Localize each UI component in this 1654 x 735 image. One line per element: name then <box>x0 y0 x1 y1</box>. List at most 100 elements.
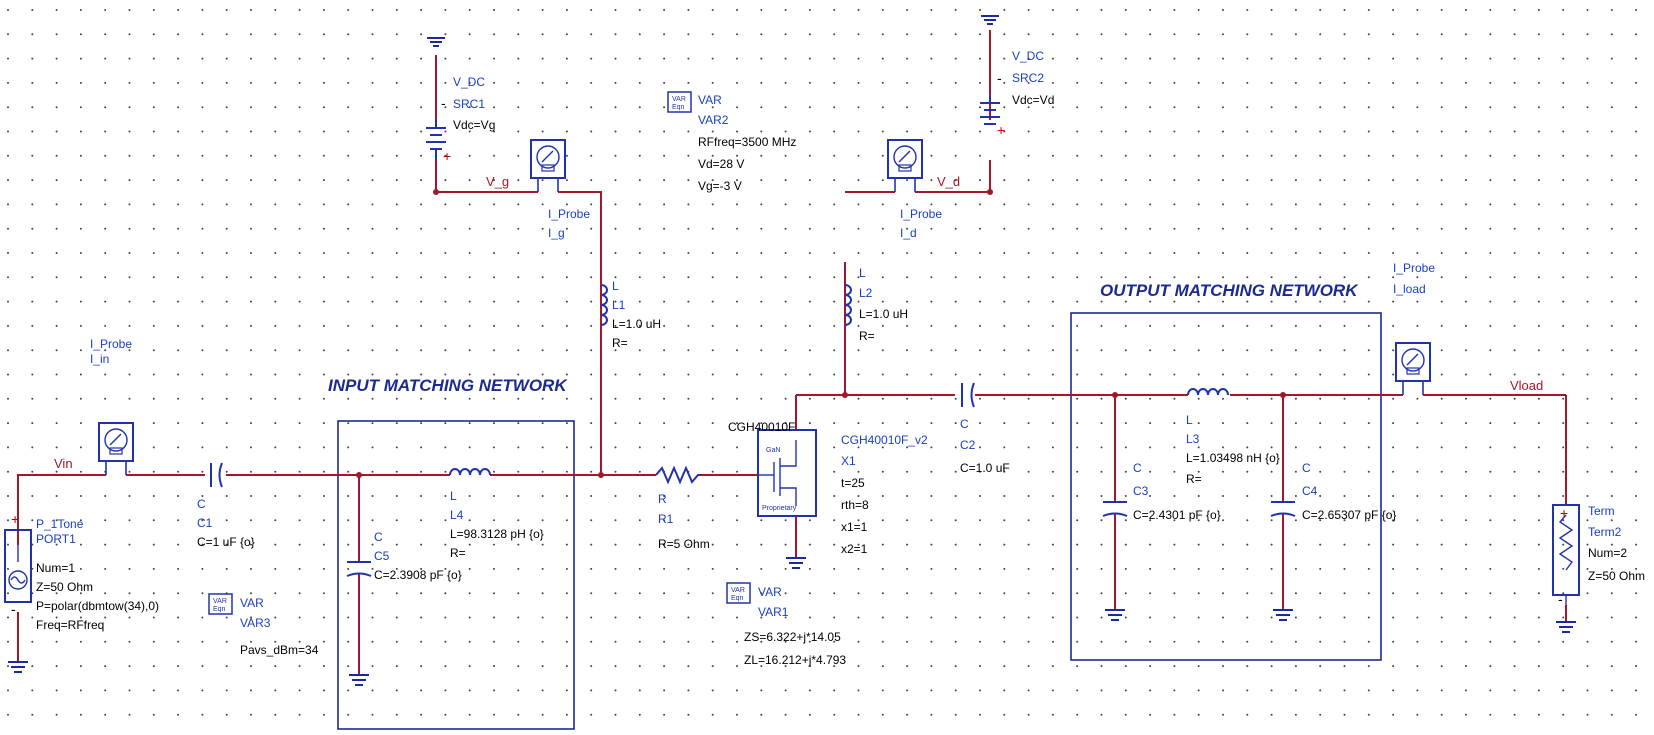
grid-dot <box>784 252 787 254</box>
grid-dot <box>31 665 34 668</box>
grid-dot <box>930 300 933 303</box>
grid-dot <box>590 713 593 716</box>
grid-dot <box>274 397 277 400</box>
grid-dot <box>1051 616 1054 619</box>
grid-dot <box>930 33 933 36</box>
l1-inductor[interactable] <box>600 284 608 326</box>
grid-dot <box>1635 154 1638 157</box>
grid-dot <box>1319 106 1322 109</box>
i-load-probe[interactable] <box>1395 342 1431 395</box>
grid-dot <box>1343 81 1346 84</box>
grid-dot <box>1270 81 1273 84</box>
var3-icon[interactable]: VAR Eqn <box>208 593 233 615</box>
grid-dot <box>152 665 155 668</box>
grid-dot <box>420 519 423 522</box>
grid-dot <box>1173 373 1176 376</box>
grid-dot <box>1051 713 1054 716</box>
grid-dot <box>79 567 82 570</box>
src1-dc-source[interactable]: + - <box>426 95 451 164</box>
grid-dot <box>1270 324 1273 327</box>
grid-dot <box>687 276 690 279</box>
grid-dot <box>1489 154 1492 157</box>
grid-dot <box>906 57 909 60</box>
grid-dot <box>444 543 447 546</box>
var2-icon[interactable]: VAR Eqn <box>667 91 692 113</box>
i-g-type: I_Probe <box>548 207 590 221</box>
c1-capacitor[interactable] <box>210 462 223 488</box>
grid-dot <box>31 130 34 133</box>
grid-dot <box>1465 519 1467 522</box>
x1-transistor[interactable]: GaN Proprietary <box>757 429 817 558</box>
c3-capacitor[interactable] <box>1102 501 1128 517</box>
grid-dot <box>250 81 252 84</box>
i-g-probe[interactable] <box>530 139 566 192</box>
grid-dot <box>1416 81 1419 84</box>
grid-dot <box>420 276 423 279</box>
port1-source[interactable]: + - <box>4 511 32 617</box>
l3-inductor[interactable] <box>1187 388 1229 396</box>
grid-dot <box>152 543 155 546</box>
grid-dot <box>371 179 374 182</box>
grid-dot <box>468 495 471 497</box>
grid-dot <box>1051 203 1054 206</box>
grid-dot <box>1489 397 1492 400</box>
grid-dot <box>881 689 884 692</box>
grid-dot <box>614 592 617 595</box>
grid-dot <box>420 422 423 425</box>
grid-dot <box>1100 324 1103 327</box>
src2-dc-source[interactable]: + - <box>980 70 1005 138</box>
r1-resistor[interactable] <box>655 465 700 485</box>
var1-icon[interactable]: VAR Eqn <box>726 582 751 604</box>
c2-capacitor[interactable] <box>961 382 975 408</box>
grid-dot <box>201 543 204 546</box>
grid-dot <box>1367 495 1370 497</box>
grid-dot <box>881 470 884 473</box>
c4-capacitor[interactable] <box>1270 501 1296 517</box>
grid-dot <box>1610 81 1613 84</box>
grid-dot <box>250 689 252 692</box>
grid-dot <box>736 57 738 60</box>
c5-capacitor[interactable] <box>346 561 372 577</box>
grid-dot <box>347 203 350 206</box>
grid-dot <box>1513 592 1516 595</box>
grid-dot <box>1465 567 1467 570</box>
l4-inductor[interactable] <box>449 468 491 476</box>
grid-dot <box>1489 592 1492 595</box>
grid-dot <box>1051 130 1054 133</box>
grid-dot <box>55 130 58 133</box>
grid-dot <box>1537 446 1540 449</box>
i-d-probe[interactable] <box>887 139 923 192</box>
grid-dot <box>1003 154 1006 157</box>
grid-dot <box>1319 9 1322 11</box>
grid-dot <box>347 422 350 425</box>
grid-dot <box>201 616 204 619</box>
grid-dot <box>881 81 884 84</box>
grid-dot <box>7 495 9 497</box>
grid-dot <box>1367 33 1370 36</box>
grid-dot <box>298 470 301 473</box>
grid-dot <box>177 543 180 546</box>
grid-dot <box>760 616 763 619</box>
grid-dot <box>298 665 301 668</box>
grid-dot <box>930 227 933 230</box>
grid-dot <box>954 689 957 692</box>
grid-dot <box>881 446 884 449</box>
grid-dot <box>1027 179 1030 182</box>
grid-dot <box>347 57 350 60</box>
grid-dot <box>1513 665 1516 668</box>
grid-dot <box>371 154 374 157</box>
grid-dot <box>1537 689 1540 692</box>
grid-dot <box>322 470 325 473</box>
term2-termination[interactable]: + - <box>1552 504 1580 607</box>
grid-dot <box>7 519 9 522</box>
grid-dot <box>1610 203 1613 206</box>
grid-dot <box>1586 33 1589 36</box>
grid-dot <box>906 422 909 425</box>
l2-inductor[interactable] <box>844 284 852 326</box>
grid-dot <box>1222 203 1224 206</box>
var2-line: Vg=-3 V <box>698 179 742 193</box>
grid-dot <box>881 567 884 570</box>
grid-dot <box>808 567 811 570</box>
grid-dot <box>177 179 180 182</box>
i-in-probe[interactable] <box>98 422 134 475</box>
